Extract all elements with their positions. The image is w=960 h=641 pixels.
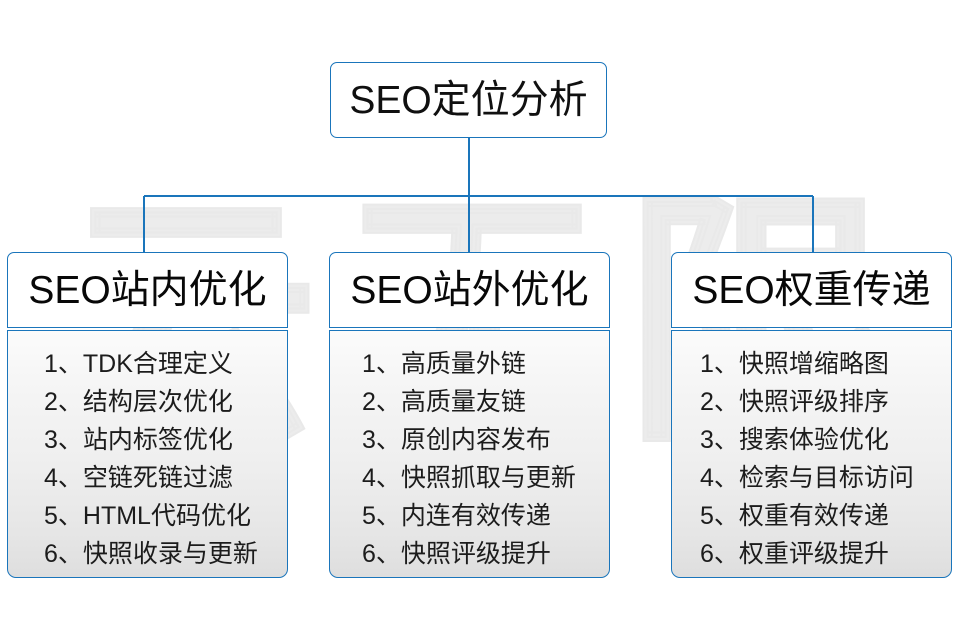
list-item: 5、HTML代码优化 [44, 502, 251, 530]
list-item: 4、检索与目标访问 [700, 464, 914, 492]
list-item: 6、快照收录与更新 [44, 540, 258, 568]
branch-item-list-1: 1、TDK合理定义 2、结构层次优化 3、站内标签优化 4、空链死链过滤 5、H… [8, 345, 287, 573]
list-item: 6、权重评级提升 [700, 540, 889, 568]
list-item: 1、快照增缩略图 [700, 350, 889, 378]
branch-column-seo-onsite: SEO站内优化 1、TDK合理定义 2、结构层次优化 3、站内标签优化 4、空链… [7, 252, 288, 578]
list-item: 2、高质量友链 [362, 388, 526, 416]
branch-header-1[interactable]: SEO站内优化 [7, 252, 288, 328]
branch-header-3[interactable]: SEO权重传递 [671, 252, 952, 328]
branch-title-3: SEO权重传递 [692, 268, 931, 312]
branch-title-2: SEO站外优化 [350, 268, 589, 312]
root-node-label: SEO定位分析 [349, 78, 588, 122]
list-item: 3、站内标签优化 [44, 426, 233, 454]
root-node[interactable]: SEO定位分析 [330, 62, 607, 138]
branch-column-seo-weight: SEO权重传递 1、快照增缩略图 2、快照评级排序 3、搜索体验优化 4、检索与… [671, 252, 952, 578]
branch-item-list-2: 1、高质量外链 2、高质量友链 3、原创内容发布 4、快照抓取与更新 5、内连有… [330, 345, 609, 573]
list-item: 2、结构层次优化 [44, 388, 233, 416]
branch-body-1: 1、TDK合理定义 2、结构层次优化 3、站内标签优化 4、空链死链过滤 5、H… [7, 330, 288, 578]
list-item: 6、快照评级提升 [362, 540, 551, 568]
branch-body-3: 1、快照增缩略图 2、快照评级排序 3、搜索体验优化 4、检索与目标访问 5、权… [671, 330, 952, 578]
branch-header-2[interactable]: SEO站外优化 [329, 252, 610, 328]
list-item: 2、快照评级排序 [700, 388, 889, 416]
list-item: 5、权重有效传递 [700, 502, 889, 530]
list-item: 3、原创内容发布 [362, 426, 551, 454]
list-item: 1、高质量外链 [362, 350, 526, 378]
branch-column-seo-offsite: SEO站外优化 1、高质量外链 2、高质量友链 3、原创内容发布 4、快照抓取与… [329, 252, 610, 578]
list-item: 1、TDK合理定义 [44, 350, 233, 378]
list-item: 3、搜索体验优化 [700, 426, 889, 454]
list-item: 4、快照抓取与更新 [362, 464, 576, 492]
branch-item-list-3: 1、快照增缩略图 2、快照评级排序 3、搜索体验优化 4、检索与目标访问 5、权… [672, 345, 951, 573]
list-item: 5、内连有效传递 [362, 502, 551, 530]
branch-body-2: 1、高质量外链 2、高质量友链 3、原创内容发布 4、快照抓取与更新 5、内连有… [329, 330, 610, 578]
list-item: 4、空链死链过滤 [44, 464, 233, 492]
branch-title-1: SEO站内优化 [28, 268, 267, 312]
